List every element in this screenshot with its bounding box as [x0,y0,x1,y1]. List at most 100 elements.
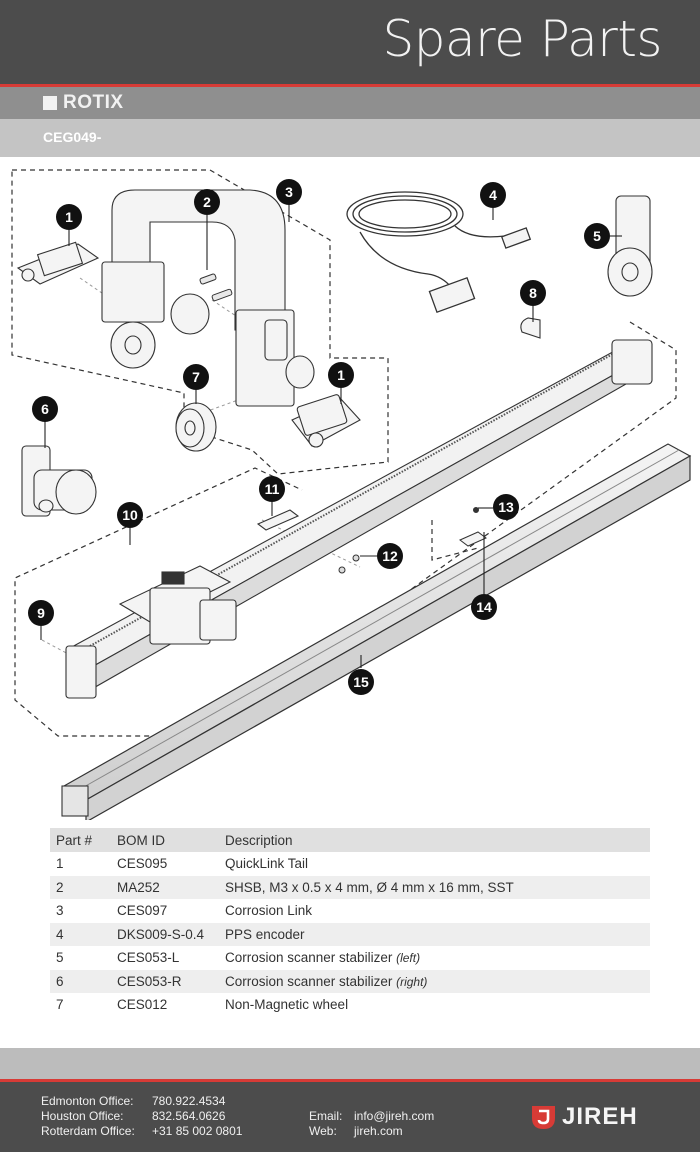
callout-label: 1 [337,367,345,383]
part-number: 5 [56,950,64,966]
callout-1-left: 1 [56,204,82,230]
bom-id: CES012 [117,997,168,1013]
callout-4: 4 [480,182,506,208]
email-label: Email: [309,1109,343,1123]
part-description: Corrosion Link [219,899,650,923]
model-code: CEG049- [43,129,102,145]
bom-id: CES053-R [111,969,219,993]
description-text: Non-Magnetic wheel [225,997,349,1013]
part-number: 2 [50,875,111,899]
description-text: PPS encoder [225,926,305,942]
shsb-screws-part [199,273,233,302]
table-row: 5 CES053-L Corrosion scanner stabilizer … [50,946,650,970]
part-description: PPS encoder [219,922,650,946]
office-name-edmonton: Edmonton Office: [41,1094,134,1108]
callout-8: 8 [520,280,546,306]
description-text: Corrosion scanner stabilizer [225,950,397,966]
nonmagnetic-wheel-part [175,402,217,452]
footer-accent-line [0,1079,700,1082]
quicklink-tail-right-part [291,394,361,448]
web-link[interactable]: jireh.com [354,1124,403,1138]
office-name-rotterdam: Rotterdam Office: [41,1124,135,1138]
callout-label: 12 [382,548,398,564]
office-phone-rotterdam: +31 85 002 0801 [152,1124,243,1138]
description-text: QuickLink Tail [225,856,309,872]
page-title: Spare Parts [382,10,663,68]
callout-2: 2 [194,189,220,215]
bom-id: MA252 [111,875,219,899]
page-header: Spare Parts [0,0,700,84]
bom-id: CES097 [117,903,168,919]
part-number: 6 [50,969,111,993]
part-number: 1 [56,856,64,872]
brand-name: ROTIX [63,92,124,113]
description-note: (left) [396,951,421,966]
callout-label: 13 [498,499,514,515]
header-accent-line [0,84,700,87]
callout-6: 6 [32,396,58,422]
table-row: 3 CES097 Corrosion Link [50,899,650,923]
callout-1-right: 1 [328,362,354,388]
group-outlines [11,169,677,737]
description-text: Corrosion scanner stabilizer [225,973,397,989]
stabilizer-right-part [21,445,97,517]
callout-3: 3 [276,179,302,205]
bom-id: CES095 [117,856,168,872]
column-header-description: Description [219,828,650,852]
table-row: 4 DKS009-S-0.4 PPS encoder [50,922,650,946]
footer-band [0,1048,700,1079]
web-label: Web: [309,1124,337,1138]
stabilizer-left-part [607,195,653,297]
table-row: 1 CES095 QuickLink Tail [50,852,650,876]
screws-part-12 [338,554,360,574]
brand-bar: ROTIX [0,87,700,119]
extrusion-rail-part [61,443,692,820]
part-description: QuickLink Tail [219,852,650,876]
column-header-bom: BOM ID [111,828,219,852]
corrosion-link-part [101,189,315,407]
table-header-row: Part # BOM ID Description [50,828,650,852]
table-row: 6 CES053-R Corrosion scanner stabilizer … [50,969,650,993]
callout-label: 8 [529,285,537,301]
parts-table: Part # BOM ID Description 1 CES095 Quick… [50,828,650,1017]
part-number: 3 [56,903,64,919]
description-note: (right) [396,974,428,989]
callout-10: 10 [117,502,143,528]
page-footer: Edmonton Office: 780.922.4534 Houston Of… [0,1082,700,1152]
email-link[interactable]: info@jireh.com [354,1109,435,1123]
callout-5: 5 [584,223,610,249]
callout-label: 9 [37,605,45,621]
callout-label: 11 [265,481,280,497]
description-text: SHSB, M3 x 0.5 x 4 mm, Ø 4 mm x 16 mm, S… [225,879,514,895]
parts-13-14 [459,507,487,547]
callout-label: 14 [476,599,492,615]
callout-label: 5 [593,228,601,244]
office-name-houston: Houston Office: [41,1109,124,1123]
jireh-logo-icon [532,1106,555,1129]
callout-label: 15 [353,674,369,690]
table-row: 7 CES012 Non-Magnetic wheel [50,993,650,1017]
quicklink-tail-part [16,241,100,285]
office-phone-edmonton: 780.922.4534 [152,1094,226,1108]
clip-part-8 [520,317,541,339]
callout-label: 2 [203,194,211,210]
carriage-part [118,565,237,645]
callout-label: 7 [192,369,200,385]
part-description: Corrosion scanner stabilizer (right) [219,969,650,993]
part-number: 7 [56,997,64,1013]
callout-9: 9 [28,600,54,626]
bom-id: DKS009-S-0.4 [111,922,219,946]
callout-14: 14 [471,594,497,620]
jireh-logo-text: JIREH [562,1103,638,1130]
callout-7: 7 [183,364,209,390]
part-description: Non-Magnetic wheel [219,993,650,1017]
callout-label: 1 [65,209,73,225]
callout-13: 13 [493,494,519,520]
part-number: 4 [50,922,111,946]
table-row: 2 MA252 SHSB, M3 x 0.5 x 4 mm, Ø 4 mm x … [50,875,650,899]
callout-12: 12 [377,543,403,569]
callout-15: 15 [348,669,374,695]
description-text: Corrosion Link [225,903,313,919]
bom-id: CES053-L [117,950,180,966]
callout-label: 4 [489,187,497,203]
